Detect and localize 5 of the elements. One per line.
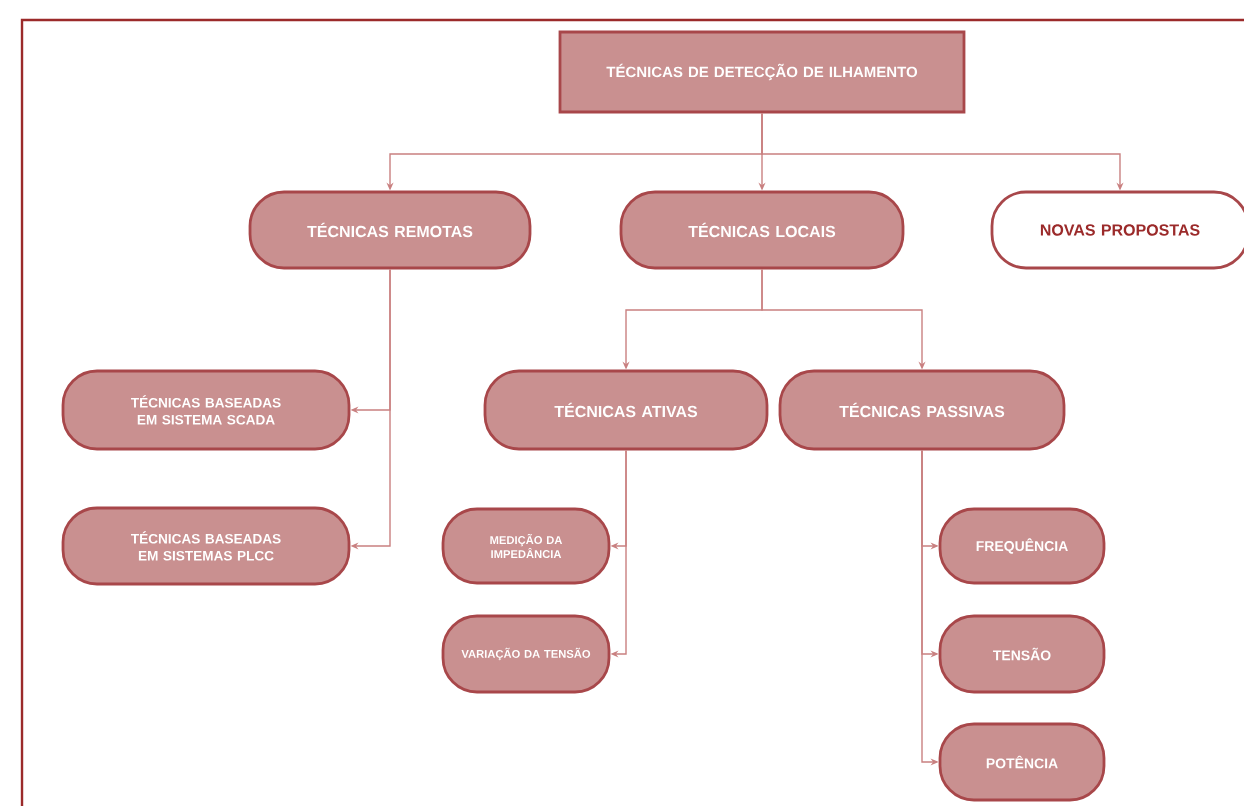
rounded-box: TÉCNICAS LOCAIS (619, 190, 905, 270)
rounded-box: TÉCNICAS REMOTAS (248, 190, 532, 270)
rounded-box: TÉCNICAS PASSIVAS (778, 369, 1066, 451)
rounded-box: TÉCNICAS ATIVAS (483, 369, 769, 451)
rounded-box: NOVAS PROPOSTAS (990, 190, 1244, 270)
